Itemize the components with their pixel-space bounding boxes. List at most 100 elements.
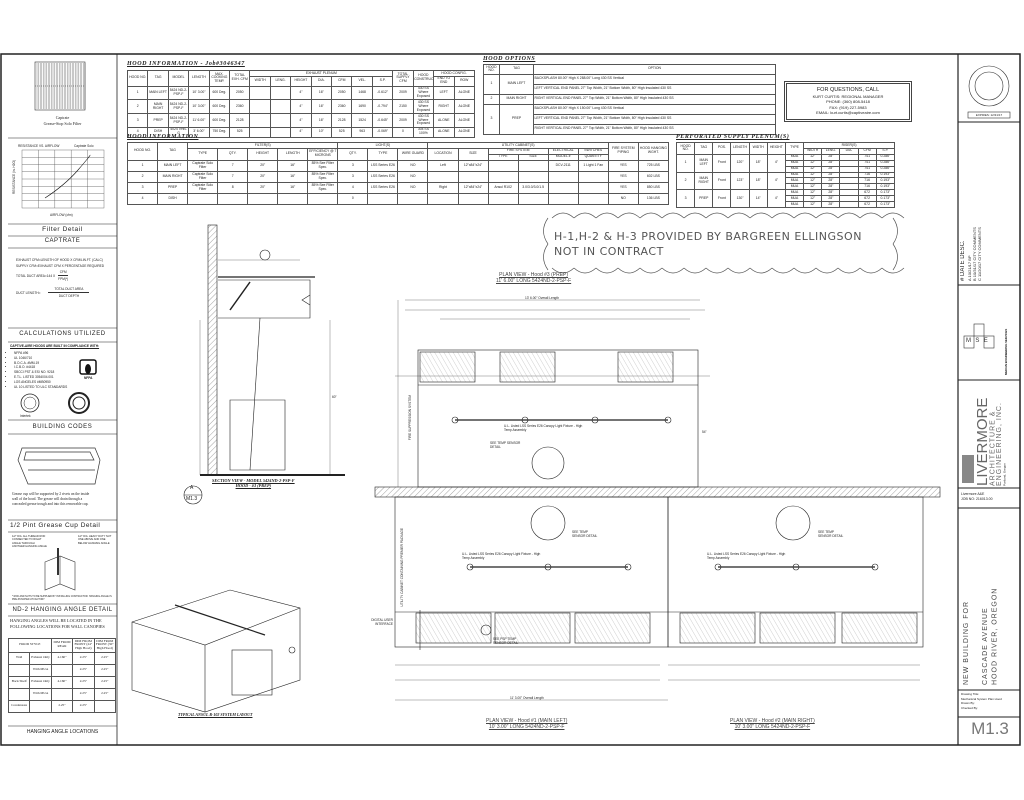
table-cell — [547, 192, 579, 205]
livermore-logo-block — [962, 455, 974, 483]
col-header: WIDTH — [249, 75, 271, 87]
col-header: SIZE — [457, 147, 489, 161]
digital-interface-label: DIGITAL USER INTERFACE — [371, 618, 393, 627]
table-cell — [577, 170, 609, 183]
table-cell: 3 — [675, 189, 696, 208]
col-header: LENG. — [269, 75, 292, 87]
table-cell: 2009 — [392, 113, 414, 128]
col-header: HEIGHT — [766, 142, 786, 155]
drawing-title-value: Mechanical System Plan Hood — [961, 696, 1002, 701]
table-cell — [517, 192, 549, 205]
table-cell — [269, 99, 292, 115]
col-header: LOCATION — [427, 147, 459, 161]
table-cell: Back Shelf — [7, 675, 31, 689]
hood-options-title: HOOD OPTIONS — [483, 56, 536, 62]
table-cell: 2360 — [331, 99, 353, 115]
table-cell — [457, 192, 489, 205]
table-cell — [577, 192, 609, 205]
grease-cup-title: 1/2 Pint Grease Cup Detail — [10, 522, 101, 529]
table-cell — [487, 192, 519, 205]
drawing-title-label: Drawing Title: — [961, 692, 980, 696]
table-cell — [50, 687, 74, 701]
code-item: B.O.C.A. #MM-19 — [14, 361, 67, 366]
checked-by-label: Checked By: — [961, 705, 979, 710]
etl-logo — [20, 392, 90, 414]
filter-caption: Captrate Grease-Stop Solo Filter — [8, 115, 117, 127]
table-cell — [427, 192, 459, 205]
plenum-title: PERFORATED SUPPLY PLENUM(S) — [676, 134, 790, 140]
grease-cup-image — [17, 447, 101, 485]
table-cell: MAIN RIGHT — [694, 171, 714, 191]
col-header: LENGTH — [730, 142, 750, 155]
col-header: LENGTH — [277, 147, 309, 161]
table-cell — [29, 699, 52, 713]
table-cell: 3 — [337, 159, 369, 172]
angle-note: * ROD AND NUTS TO BE SUPPLIED BY INSTALL… — [12, 595, 112, 602]
table-cell: 2 — [675, 171, 696, 191]
col-header: TOTAL SUPPLY CFM — [392, 70, 414, 87]
table-cell — [307, 192, 339, 205]
table-cell: With MUA — [29, 687, 52, 701]
contract-note-line1: H-1,H-2 & H-3 PROVIDED BY BARGREEN ELLIN… — [554, 230, 862, 243]
table-cell: Ansul R102 — [487, 181, 519, 194]
table-cell — [487, 159, 519, 172]
table-cell: 14" — [748, 189, 768, 208]
table-cell: Captrate Solo Filter — [187, 181, 219, 194]
formula-numerator: CFM — [58, 269, 69, 277]
building-codes-title: BUILDING CODES — [32, 424, 93, 430]
table-cell — [187, 192, 219, 205]
table-cell: 136 LBS — [637, 192, 670, 205]
col-header: HOOD CONSTRUCTION — [412, 70, 435, 87]
contact-email[interactable]: EMAIL: kurt.curtis@captiveaire.com — [816, 109, 880, 115]
hood-info-table: HOOD NO. TAG MODEL LENGTH MAX. COOKING T… — [126, 70, 475, 138]
table-cell: 11' 6.00" — [188, 113, 210, 128]
col-header: LENGTH — [188, 70, 210, 87]
table-cell: MAIN LEFT — [499, 73, 534, 95]
codes-heading: CAPTIVE-AIRE HOODS ARE BUILT IN COMPLIAN… — [10, 344, 100, 348]
filter-name: Captrate — [55, 115, 70, 120]
table-cell — [50, 663, 74, 677]
plan-view-title-line: PLAN VIEW - Hood #2 (MAIN RIGHT) — [730, 718, 815, 724]
table-cell: ALONE — [433, 126, 455, 138]
table-cell: 1524 — [351, 113, 373, 128]
psp-temp-label: SEE PSP TEMP SENSOR DETAIL — [493, 637, 519, 646]
col-header: DIM FROM REAR — [50, 638, 74, 653]
table-cell: 600 Deg. — [208, 85, 231, 101]
formula-denominator: DUCT DEPTH — [58, 294, 80, 299]
contract-note-line2: NOT IN CONTRACT — [554, 244, 664, 258]
table-cell: 12"x84"x24" — [457, 159, 489, 172]
col-header: END TO END — [433, 75, 455, 87]
table-cell: 430 SS Where Exposed — [412, 113, 435, 128]
col-header: WIRE GUARD — [397, 147, 429, 161]
plan-view-hood-2-title: PLAN VIEW - Hood #2 (MAIN RIGHT) 10' 3.0… — [730, 718, 815, 730]
table-cell: Front — [712, 153, 732, 173]
section-view-drawing — [183, 224, 345, 505]
table-cell: MAIN RIGHT — [147, 99, 169, 115]
section-sheet-ref[interactable]: M1.3 — [186, 496, 198, 502]
table-cell — [7, 687, 31, 701]
col-header: QTY. — [337, 147, 369, 161]
table-cell: 2 — [126, 170, 159, 183]
col-header: TAG — [694, 142, 714, 155]
table-cell — [367, 192, 399, 205]
table-cell: 2.25" — [72, 663, 95, 677]
col-header: VEL. — [351, 75, 373, 87]
col-header: TAG — [157, 142, 189, 161]
table-cell: RIGHT — [433, 99, 455, 115]
table-cell: 2128 — [331, 113, 353, 128]
contract-note: H-1,H-2 & H-3 PROVIDED BY BARGREEN ELLIN… — [554, 230, 862, 260]
contact-phone: PHONE: (360) 808-5418 — [826, 99, 870, 105]
table-cell: 28" — [821, 201, 841, 208]
col-header: HEIGHT — [290, 75, 312, 87]
table-cell — [249, 99, 271, 115]
table-cell: DCV-2111 — [547, 159, 579, 172]
col-header: TYPE — [784, 142, 805, 155]
hood-info2-title: HOOD INFORMATION — [127, 134, 199, 140]
plan-view-title-line: 10' 3.00" LONG 5424ND-2-PSP-F — [734, 724, 811, 730]
table-cell: 5424 ND-2-PSP-F — [167, 85, 190, 101]
table-cell: 600 Deg. — [208, 113, 231, 128]
resistance-graph — [21, 149, 105, 209]
filter-description: Grease-Stop Solo Filter — [43, 121, 82, 126]
